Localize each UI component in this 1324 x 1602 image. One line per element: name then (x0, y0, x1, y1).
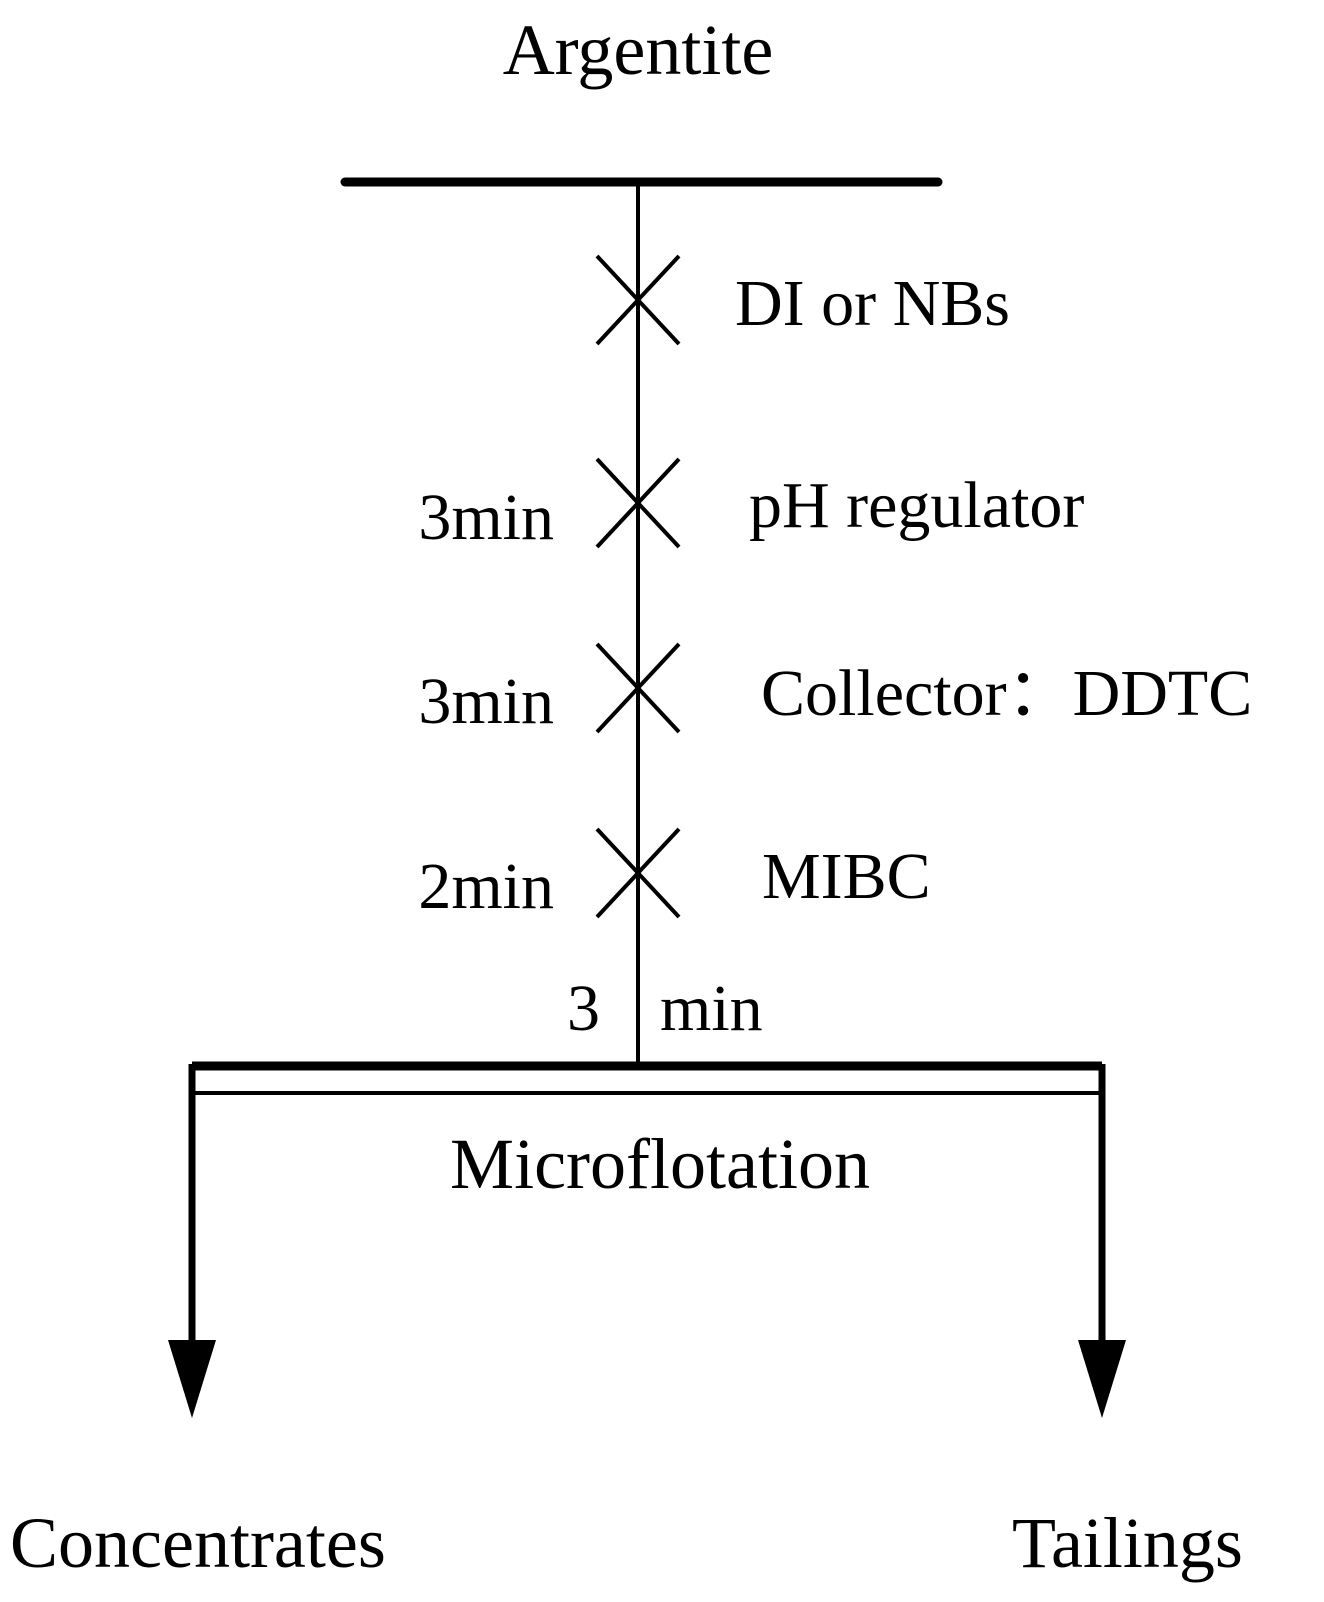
reagent-mark-3 (595, 642, 681, 734)
feed-title: Argentite (503, 10, 774, 90)
process-label: Microflotation (450, 1124, 870, 1204)
final-time-value: 3 (567, 972, 600, 1045)
output-concentrates: Concentrates (10, 1503, 386, 1583)
concentrates-arrow-icon (168, 1340, 216, 1418)
reagent-label-1: DI or NBs (735, 267, 1010, 340)
time-label-4: 2min (418, 850, 554, 923)
output-tailings: Tailings (1012, 1503, 1243, 1583)
reagent-label-2: pH regulator (749, 469, 1084, 542)
tailings-arrow-icon (1078, 1340, 1126, 1418)
time-label-2: 3min (418, 481, 554, 554)
reagent-mark-4 (595, 827, 681, 919)
reagent-mark-1 (595, 254, 681, 346)
reagent-label-4: MIBC (762, 840, 931, 913)
reagent-mark-2 (595, 457, 681, 549)
time-label-3: 3min (418, 665, 554, 738)
reagent-label-3: Collector：DDTC (761, 657, 1252, 730)
final-time-unit: min (660, 972, 763, 1045)
